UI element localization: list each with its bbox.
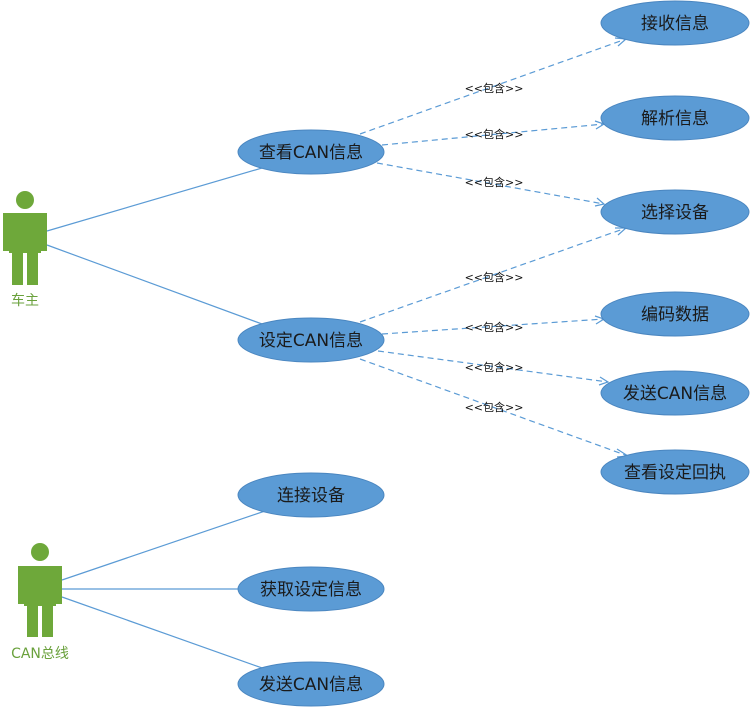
include-labels: <<包含>> <<包含>> <<包含>> <<包含>> <<包含>> <<包含>… [465, 81, 524, 414]
arrowhead-select-1 [594, 197, 606, 207]
usecase-parse[interactable]: 解析信息 [600, 95, 750, 141]
include-label: <<包含>> [465, 320, 524, 334]
include-label: <<包含>> [465, 400, 524, 414]
actor-right-arm [40, 213, 47, 251]
usecase-shape [600, 291, 750, 337]
usecase-shape [237, 472, 385, 518]
actor-left-arm [18, 566, 25, 604]
include-label: <<包含>> [465, 127, 524, 141]
association-bus-connect [61, 510, 266, 581]
arrowhead-send [598, 376, 610, 386]
include-view-receive [359, 38, 627, 135]
include-relations [359, 38, 629, 457]
actor-can-bus[interactable]: CAN总线 [11, 543, 69, 662]
actor-left-leg [27, 605, 38, 637]
usecase-shape [600, 95, 750, 141]
usecase-shape [600, 0, 750, 46]
include-view-select [376, 162, 605, 205]
usecase-label: 解析信息 [641, 109, 709, 129]
actor-right-arm [55, 566, 62, 604]
actor-torso [9, 213, 41, 253]
usecase-label: 选择设备 [641, 203, 709, 223]
usecase-shape [600, 189, 750, 235]
associations [46, 167, 266, 670]
include-set-select [359, 227, 627, 323]
usecase-set-can[interactable]: 设定CAN信息 [237, 317, 385, 363]
include-label: <<包含>> [465, 270, 524, 284]
actor-owner[interactable]: 车主 [3, 191, 47, 309]
usecase-select-device[interactable]: 选择设备 [600, 189, 750, 235]
include-label: <<包含>> [465, 81, 524, 95]
usecase-encode[interactable]: 编码数据 [600, 291, 750, 337]
usecase-label: 设定CAN信息 [259, 331, 363, 351]
usecases: 查看CAN信息 设定CAN信息 接收信息 解析信息 选择设备 编码数据 发送CA… [237, 0, 750, 707]
usecase-shape [237, 317, 385, 363]
actor-head [31, 543, 49, 561]
usecase-label: 查看CAN信息 [259, 143, 363, 163]
actor-left-leg [12, 252, 23, 285]
usecase-label: 连接设备 [277, 486, 345, 506]
usecase-view-can[interactable]: 查看CAN信息 [237, 129, 385, 175]
actor-right-leg [27, 252, 38, 285]
usecase-label: 发送CAN信息 [259, 675, 363, 695]
actor-right-leg [42, 605, 53, 637]
usecase-shape [237, 661, 385, 707]
association-owner-view [46, 167, 263, 232]
association-bus-send [61, 596, 266, 670]
usecase-get-settings[interactable]: 获取设定信息 [237, 566, 385, 612]
usecase-shape [237, 129, 385, 175]
usecase-send-can-2[interactable]: 发送CAN信息 [237, 661, 385, 707]
actor-head [16, 191, 34, 209]
actor-owner-label: 车主 [11, 292, 39, 309]
include-label: <<包含>> [465, 360, 524, 374]
usecase-send-can-1[interactable]: 发送CAN信息 [600, 370, 750, 416]
usecase-label: 接收信息 [641, 14, 709, 34]
include-set-encode [381, 318, 605, 335]
usecase-receive[interactable]: 接收信息 [600, 0, 750, 46]
actor-can-bus-label: CAN总线 [11, 646, 69, 662]
include-set-send [377, 350, 609, 383]
include-label: <<包含>> [465, 175, 524, 189]
usecase-label: 发送CAN信息 [623, 384, 727, 404]
usecase-view-receipt[interactable]: 查看设定回执 [600, 449, 750, 495]
usecase-shape [237, 566, 385, 612]
usecase-label: 查看设定回执 [624, 463, 726, 483]
usecase-shape [600, 449, 750, 495]
actor-left-arm [3, 213, 10, 251]
usecase-label: 获取设定信息 [260, 580, 362, 600]
include-set-receipt [359, 358, 629, 457]
usecase-connect-device[interactable]: 连接设备 [237, 472, 385, 518]
usecase-shape [600, 370, 750, 416]
usecase-label: 编码数据 [641, 305, 709, 325]
actor-torso [24, 566, 56, 606]
association-owner-set [46, 244, 263, 325]
include-view-parse [381, 123, 605, 146]
